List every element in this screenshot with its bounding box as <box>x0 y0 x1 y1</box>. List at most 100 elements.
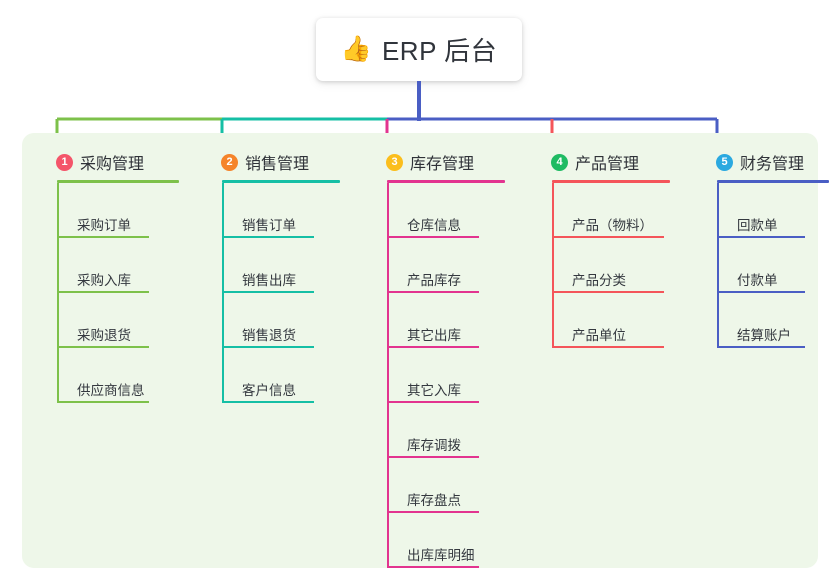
branch-item[interactable]: 客户信息 <box>205 348 355 403</box>
branch-item[interactable]: 结算账户 <box>700 293 839 348</box>
branch-item-label: 销售退货 <box>242 328 296 343</box>
branch-item-label: 采购退货 <box>77 328 131 343</box>
branch-item-label: 出库库明细 <box>407 548 475 563</box>
branch-item-list: 采购订单采购入库采购退货供应商信息 <box>40 183 190 403</box>
branch-item[interactable]: 供应商信息 <box>40 348 190 403</box>
branch-header-rule <box>222 180 340 183</box>
branch-spine <box>387 183 389 568</box>
branch-item-rule <box>222 401 314 403</box>
branch-item-rule <box>222 346 314 348</box>
branch-spine <box>552 183 554 348</box>
branch-item[interactable]: 产品分类 <box>535 238 685 293</box>
branch-item-rule <box>717 346 805 348</box>
branch-item-rule <box>57 346 149 348</box>
branch-item-rule <box>717 236 805 238</box>
branch-item-rule <box>57 401 149 403</box>
branch-item[interactable]: 回款单 <box>700 183 839 238</box>
branch-item-rule <box>387 566 479 568</box>
branch-item[interactable]: 产品单位 <box>535 293 685 348</box>
root-node[interactable]: 👍 ERP 后台 <box>316 18 522 81</box>
branch-item-label: 销售出库 <box>242 273 296 288</box>
branch-column-3: 3 库存管理仓库信息产品库存其它出库其它入库库存调拨库存盘点出库库明细 <box>370 147 520 568</box>
branch-item-label: 库存盘点 <box>407 493 461 508</box>
branch-item-rule <box>387 346 479 348</box>
branch-item[interactable]: 销售出库 <box>205 238 355 293</box>
branch-item-label: 库存调拨 <box>407 438 461 453</box>
branch-item[interactable]: 产品（物料） <box>535 183 685 238</box>
branch-item-rule <box>552 236 664 238</box>
branch-item[interactable]: 其它出库 <box>370 293 520 348</box>
branch-item-rule <box>552 346 664 348</box>
branch-item-label: 其它出库 <box>407 328 461 343</box>
branch-item[interactable]: 销售订单 <box>205 183 355 238</box>
branch-header-3[interactable]: 3 库存管理 <box>370 147 520 177</box>
branch-item-rule <box>387 456 479 458</box>
branch-item-rule <box>222 291 314 293</box>
branch-item-rule <box>57 291 149 293</box>
branch-header-4[interactable]: 4 产品管理 <box>535 147 685 177</box>
branch-item-label: 销售订单 <box>242 218 296 233</box>
branch-header-2[interactable]: 2 销售管理 <box>205 147 355 177</box>
branch-column-5: 5 财务管理回款单付款单结算账户 <box>700 147 839 348</box>
branch-title: 采购管理 <box>80 156 145 173</box>
branch-item[interactable]: 采购退货 <box>40 293 190 348</box>
branch-number-badge: 2 <box>221 153 238 171</box>
branch-item-label: 产品（物料） <box>572 218 653 233</box>
branch-item[interactable]: 销售退货 <box>205 293 355 348</box>
branch-item-rule <box>57 236 149 238</box>
branch-item-label: 仓库信息 <box>407 218 461 233</box>
branch-title: 销售管理 <box>245 156 310 173</box>
branch-item-list: 仓库信息产品库存其它出库其它入库库存调拨库存盘点出库库明细 <box>370 183 520 568</box>
branch-header-5[interactable]: 5 财务管理 <box>700 147 839 177</box>
branch-item-label: 产品库存 <box>407 273 461 288</box>
branch-number-badge: 3 <box>386 153 403 171</box>
branch-header-rule <box>717 180 829 183</box>
branch-item[interactable]: 出库库明细 <box>370 513 520 568</box>
branch-item[interactable]: 其它入库 <box>370 348 520 403</box>
branch-item-label: 其它入库 <box>407 383 461 398</box>
branch-item[interactable]: 产品库存 <box>370 238 520 293</box>
branch-item-label: 采购订单 <box>77 218 131 233</box>
branch-item-label: 付款单 <box>737 273 778 288</box>
branch-item-rule <box>222 236 314 238</box>
branch-title: 财务管理 <box>740 156 805 173</box>
thumbs-up-icon: 👍 <box>340 35 372 63</box>
branch-number-badge: 4 <box>551 153 568 171</box>
branch-title: 产品管理 <box>575 156 640 173</box>
branch-item[interactable]: 仓库信息 <box>370 183 520 238</box>
branch-item-rule <box>387 401 479 403</box>
branch-item-rule <box>387 236 479 238</box>
branch-header-rule <box>552 180 670 183</box>
branch-item-rule <box>552 291 664 293</box>
branch-spine <box>717 183 719 348</box>
branch-item-label: 客户信息 <box>242 383 296 398</box>
branch-spine <box>57 183 59 403</box>
branch-header-rule <box>57 180 179 183</box>
branch-item-list: 销售订单销售出库销售退货客户信息 <box>205 183 355 403</box>
branch-item-label: 供应商信息 <box>77 383 145 398</box>
branch-item[interactable]: 采购订单 <box>40 183 190 238</box>
branch-item-label: 结算账户 <box>737 328 791 343</box>
branch-number-badge: 5 <box>716 153 733 171</box>
branch-item-rule <box>717 291 805 293</box>
branch-item[interactable]: 库存盘点 <box>370 458 520 513</box>
branch-item[interactable]: 付款单 <box>700 238 839 293</box>
branch-column-2: 2 销售管理销售订单销售出库销售退货客户信息 <box>205 147 355 403</box>
branch-spine <box>222 183 224 403</box>
branch-title: 库存管理 <box>410 156 475 173</box>
branch-item[interactable]: 库存调拨 <box>370 403 520 458</box>
branch-item-label: 回款单 <box>737 218 778 233</box>
branch-item-list: 产品（物料） 产品分类产品单位 <box>535 183 685 348</box>
branch-item-rule <box>387 291 479 293</box>
branch-item[interactable]: 采购入库 <box>40 238 190 293</box>
branch-item-list: 回款单付款单结算账户 <box>700 183 839 348</box>
branch-item-label: 产品单位 <box>572 328 626 343</box>
branch-item-label: 采购入库 <box>77 273 131 288</box>
root-title: ERP 后台 <box>381 36 498 66</box>
branch-item-label: 产品分类 <box>572 273 626 288</box>
branch-item-rule <box>387 511 479 513</box>
